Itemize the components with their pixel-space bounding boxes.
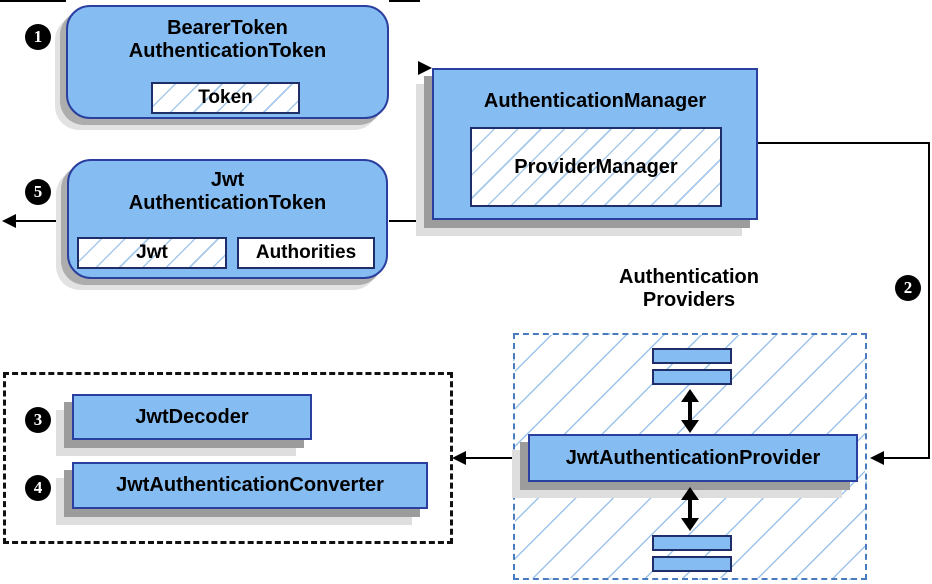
provider-slot-bar: [652, 535, 732, 551]
jwt-decoder-label: JwtDecoder: [135, 405, 249, 428]
step-number: 3: [33, 410, 43, 429]
title-line: Jwt: [210, 169, 245, 191]
provider-manager-label: ProviderManager: [514, 155, 678, 178]
provider-slot-bar: [652, 369, 732, 385]
step-number: 5: [33, 182, 43, 201]
jwt-decoder-box: JwtDecoder: [72, 394, 312, 440]
heading-line: Authentication: [619, 266, 759, 288]
connector-provider-to-decoders: [466, 457, 524, 459]
authentication-providers-heading: Authentication Providers: [569, 266, 809, 312]
jwt-authentication-converter-label: JwtAuthenticationConverter: [116, 474, 384, 496]
heading-line: Providers: [642, 289, 736, 311]
step-5-badge: 5: [25, 179, 51, 205]
jwt-authentication-token-box: Jwt AuthenticationToken Jwt Authorities: [67, 159, 388, 279]
arrow-stem: [688, 500, 692, 518]
authentication-manager-box: AuthenticationManager ProviderManager: [432, 68, 758, 220]
arrow-stem: [688, 402, 692, 420]
arrowhead-down-icon: [681, 518, 699, 531]
authentication-manager-title: AuthenticationManager: [483, 90, 707, 112]
arrowhead-up-icon: [681, 487, 699, 500]
connector-incoming-request: [0, 0, 66, 2]
arrowhead-up-icon: [681, 389, 699, 402]
connector-jwt-token-out: [15, 220, 67, 222]
arrowhead-right-icon: [418, 61, 432, 75]
jwt-authentication-provider-box: JwtAuthenticationProvider: [528, 434, 858, 482]
jwt-token-title: Jwt AuthenticationToken: [69, 169, 386, 215]
token-label: Token: [198, 87, 253, 108]
step-number: 2: [903, 278, 913, 297]
step-2-badge: 2: [895, 275, 921, 301]
connector-manager-to-jwt-token: [389, 220, 433, 222]
step-number: 1: [33, 27, 43, 46]
connector-step2-vertical: [928, 142, 930, 459]
connector-step2-into-provider: [884, 457, 930, 459]
jwt-authentication-provider-label: JwtAuthenticationProvider: [565, 446, 821, 469]
jwt-label: Jwt: [136, 242, 168, 263]
step-3-badge: 3: [25, 407, 51, 433]
double-arrow-icon: [680, 487, 700, 531]
bearer-token-title: BearerToken AuthenticationToken: [68, 17, 387, 63]
authorities-inner-box: Authorities: [237, 237, 375, 269]
connector-step2-top: [758, 142, 930, 144]
connector-bearer-to-manager: [389, 0, 420, 2]
provider-slot-bar: [652, 556, 732, 572]
bearer-token-authentication-token-box: BearerToken AuthenticationToken Token: [66, 5, 389, 119]
double-arrow-icon: [680, 389, 700, 433]
step-4-badge: 4: [25, 475, 51, 501]
title-line: AuthenticationToken: [128, 192, 327, 214]
title-line: AuthenticationToken: [128, 40, 327, 62]
step-1-badge: 1: [25, 24, 51, 50]
jwt-inner-box: Jwt: [77, 237, 227, 269]
title-line: BearerToken: [167, 17, 288, 39]
jwt-authentication-converter-box: JwtAuthenticationConverter: [72, 462, 428, 509]
arrowhead-left-icon: [452, 451, 466, 465]
arrowhead-down-icon: [681, 420, 699, 433]
authorities-label: Authorities: [255, 242, 357, 263]
arrowhead-left-icon: [870, 451, 884, 465]
provider-manager-inner-box: ProviderManager: [470, 127, 722, 207]
token-inner-box: Token: [151, 82, 300, 114]
provider-slot-bar: [652, 348, 732, 364]
step-number: 4: [33, 478, 43, 497]
arrowhead-left-icon: [2, 214, 16, 228]
